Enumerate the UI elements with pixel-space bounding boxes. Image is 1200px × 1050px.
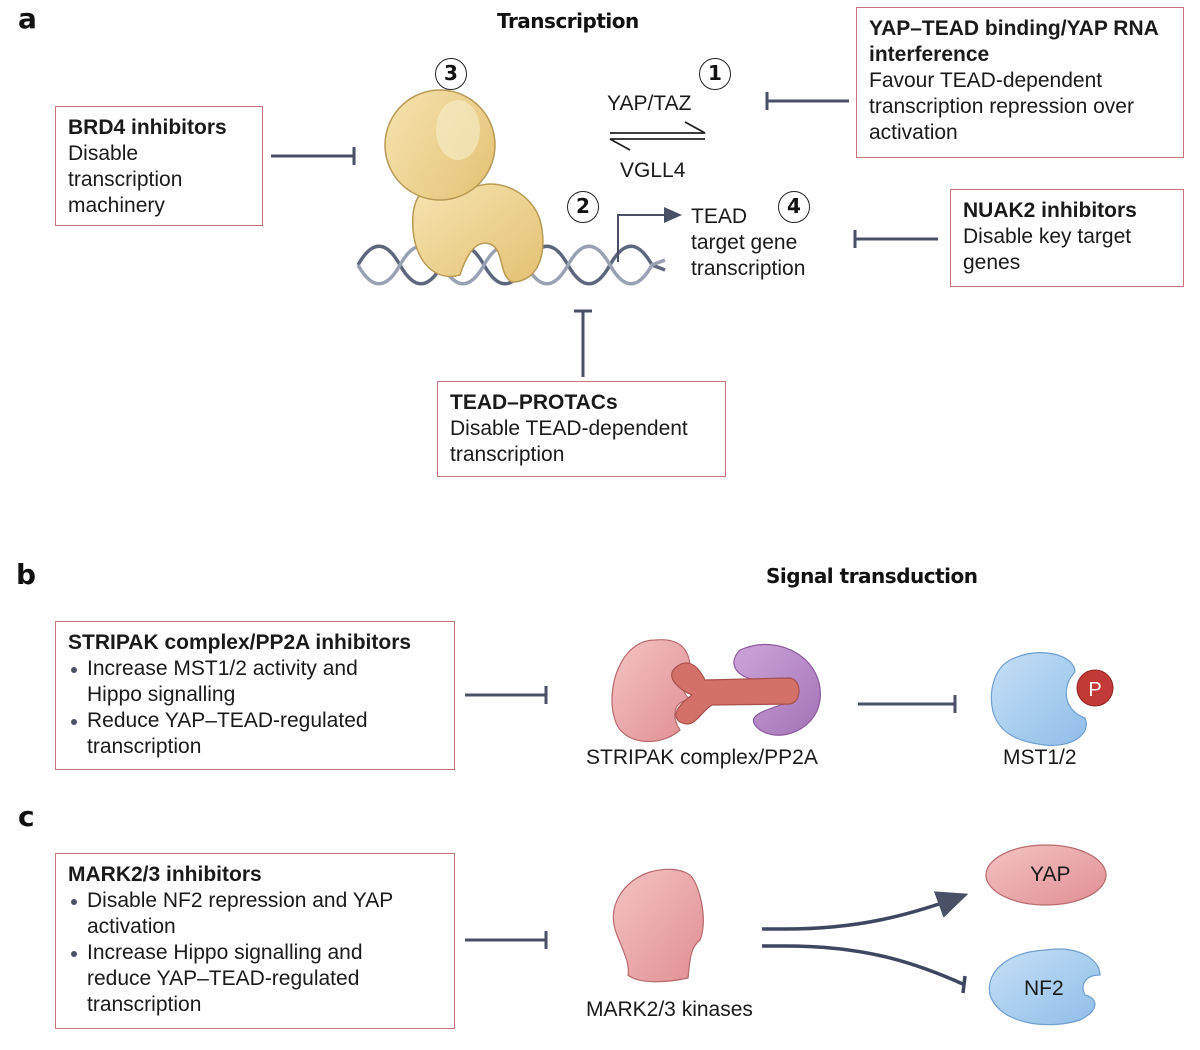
stripak-bullet-2-line-2: transcription bbox=[87, 735, 202, 758]
nuak2-inhibition-line bbox=[853, 230, 938, 248]
yap-tead-inhibition-line bbox=[765, 92, 849, 110]
stripak-mst-inhibition-line bbox=[858, 695, 957, 713]
marker-4: 4 bbox=[778, 191, 810, 223]
nf2-protein-icon bbox=[988, 948, 1101, 1026]
yap-tead-binding-box: YAP–TEAD binding/YAP RNA interference Fa… bbox=[856, 7, 1184, 158]
mark-bullet-1-line-1: Disable NF2 repression and YAP bbox=[87, 889, 394, 912]
label-vgll4: VGLL4 bbox=[620, 159, 686, 182]
brd4-title: BRD4 inhibitors bbox=[68, 116, 227, 139]
stripak-bullet-1-line-1: Increase MST1/2 activity and bbox=[87, 657, 358, 680]
section-title-signal-transduction: Signal transduction bbox=[766, 564, 978, 588]
stripak-bullet-1: Increase MST1/2 activity and Hippo signa… bbox=[68, 656, 442, 708]
stripak-inhibition-line bbox=[465, 686, 548, 704]
tead-protacs-box: TEAD–PROTACs Disable TEAD-dependent tran… bbox=[437, 381, 726, 477]
mark-bullet-2: Increase Hippo signalling and reduce YAP… bbox=[68, 940, 442, 1018]
mark-inhibitors-box: MARK2/3 inhibitors Disable NF2 repressio… bbox=[55, 853, 455, 1029]
brd4-desc-3: machinery bbox=[68, 194, 165, 217]
mark-to-yap-arrow bbox=[762, 891, 969, 931]
marker-2: 2 bbox=[567, 191, 599, 223]
panel-letter-b: b bbox=[16, 558, 37, 591]
svg-text:P: P bbox=[1088, 679, 1101, 701]
protac-inhibition-line bbox=[574, 309, 592, 377]
mark-bullet-2-line-2: reduce YAP–TEAD-regulated bbox=[87, 967, 360, 990]
brd4-desc-2: transcription bbox=[68, 168, 183, 191]
label-tead-target-gene: TEAD target gene transcription bbox=[691, 204, 805, 282]
section-title-transcription: Transcription bbox=[497, 9, 639, 33]
nuak2-desc-1: Disable key target bbox=[963, 225, 1132, 248]
nuak2-inhibitors-box: NUAK2 inhibitors Disable key target gene… bbox=[950, 189, 1184, 287]
mark-bullets: Disable NF2 repression and YAP activatio… bbox=[68, 888, 442, 1018]
equilibrium-arrows-icon bbox=[609, 121, 706, 151]
stripak-bullet-2: Reduce YAP–TEAD-regulated transcription bbox=[68, 708, 442, 760]
brd4-inhibitors-box: BRD4 inhibitors Disable transcription ma… bbox=[55, 106, 263, 226]
mark-bullet-1-line-2: activation bbox=[87, 915, 176, 938]
stripak-inhibitors-box: STRIPAK complex/PP2A inhibitors Increase… bbox=[55, 621, 455, 770]
mark-bullet-2-line-1: Increase Hippo signalling and bbox=[87, 941, 363, 964]
brd4-desc-1: Disable bbox=[68, 142, 139, 165]
yap-protein-icon bbox=[985, 844, 1107, 906]
nuak2-desc-2: genes bbox=[963, 251, 1021, 274]
tead-protein-icon bbox=[384, 89, 544, 283]
panel-letter-c: c bbox=[18, 800, 35, 833]
yap-tead-title-1: YAP–TEAD binding/YAP RNA bbox=[869, 17, 1159, 40]
yap-tead-desc-1: Favour TEAD-dependent bbox=[869, 69, 1103, 92]
label-mark-kinases: MARK2/3 kinases bbox=[586, 998, 753, 1021]
label-stripak-complex: STRIPAK complex/PP2A bbox=[586, 746, 818, 769]
label-yap: YAP bbox=[1030, 863, 1071, 886]
mark-title: MARK2/3 inhibitors bbox=[68, 863, 262, 886]
mark-bullet-1: Disable NF2 repression and YAP activatio… bbox=[68, 888, 442, 940]
mark-bullet-2-line-3: transcription bbox=[87, 993, 202, 1016]
label-tead-line-2: target gene bbox=[691, 231, 798, 254]
stripak-bullet-2-line-1: Reduce YAP–TEAD-regulated bbox=[87, 709, 368, 732]
yap-tead-desc-2: transcription repression over bbox=[869, 95, 1134, 118]
brd4-inhibition-line bbox=[271, 147, 356, 165]
stripak-bullet-1-line-2: Hippo signalling bbox=[87, 683, 236, 706]
label-mst: MST1/2 bbox=[1003, 746, 1077, 769]
yap-tead-desc-3: activation bbox=[869, 121, 958, 144]
mark-kinase-icon bbox=[612, 868, 704, 983]
transcription-arrow-icon bbox=[617, 207, 682, 262]
marker-3: 3 bbox=[435, 58, 467, 90]
stripak-complex-icon bbox=[611, 639, 821, 743]
nuak2-title: NUAK2 inhibitors bbox=[963, 199, 1137, 222]
mark-to-nf2-inhibition bbox=[762, 944, 967, 994]
label-nf2: NF2 bbox=[1024, 977, 1064, 1000]
mark-inhibition-line bbox=[465, 931, 548, 949]
stripak-title: STRIPAK complex/PP2A inhibitors bbox=[68, 631, 412, 654]
marker-1: 1 bbox=[699, 58, 731, 90]
yap-tead-title-2: interference bbox=[869, 43, 990, 66]
phosphate-icon: P bbox=[1076, 669, 1114, 707]
protacs-desc-1: Disable TEAD-dependent bbox=[450, 417, 688, 440]
protacs-desc-2: transcription bbox=[450, 443, 565, 466]
protacs-title: TEAD–PROTACs bbox=[450, 391, 618, 414]
label-tead-line-1: TEAD bbox=[691, 205, 748, 228]
panel-letter-a: a bbox=[18, 2, 37, 35]
stripak-bullets: Increase MST1/2 activity and Hippo signa… bbox=[68, 656, 442, 760]
label-yap-taz: YAP/TAZ bbox=[607, 92, 692, 115]
label-tead-line-3: transcription bbox=[691, 257, 806, 280]
mst-protein-icon bbox=[990, 652, 1087, 747]
